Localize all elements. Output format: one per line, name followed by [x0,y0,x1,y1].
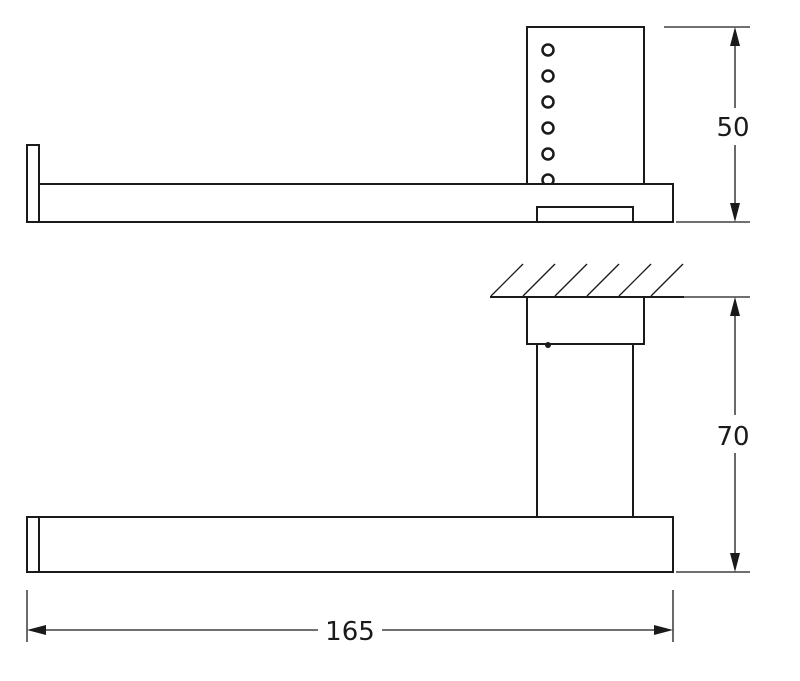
front-view [26,26,674,223]
dimension-width: 165 [26,590,674,647]
side-end-cap [26,516,40,573]
screw-hole [541,43,555,57]
vertical-arm [536,343,634,518]
wall-hatching [490,263,684,298]
wall-flange [526,296,645,345]
holder-bar [38,183,674,223]
dimension-height: 50 [664,26,750,223]
screw-hole [541,147,555,161]
end-cap [26,144,40,223]
screw-hole [541,121,555,135]
dimension-depth: 70 [660,296,750,573]
dimension-label-50: 50 [716,113,749,143]
side-view [26,263,684,573]
side-bar [38,516,674,573]
bar-slot [536,206,634,223]
screw-hole [541,95,555,109]
dimension-label-70: 70 [716,422,749,452]
screw-hole [541,69,555,83]
screw-holes [541,43,555,187]
dimension-label-165: 165 [325,617,375,647]
